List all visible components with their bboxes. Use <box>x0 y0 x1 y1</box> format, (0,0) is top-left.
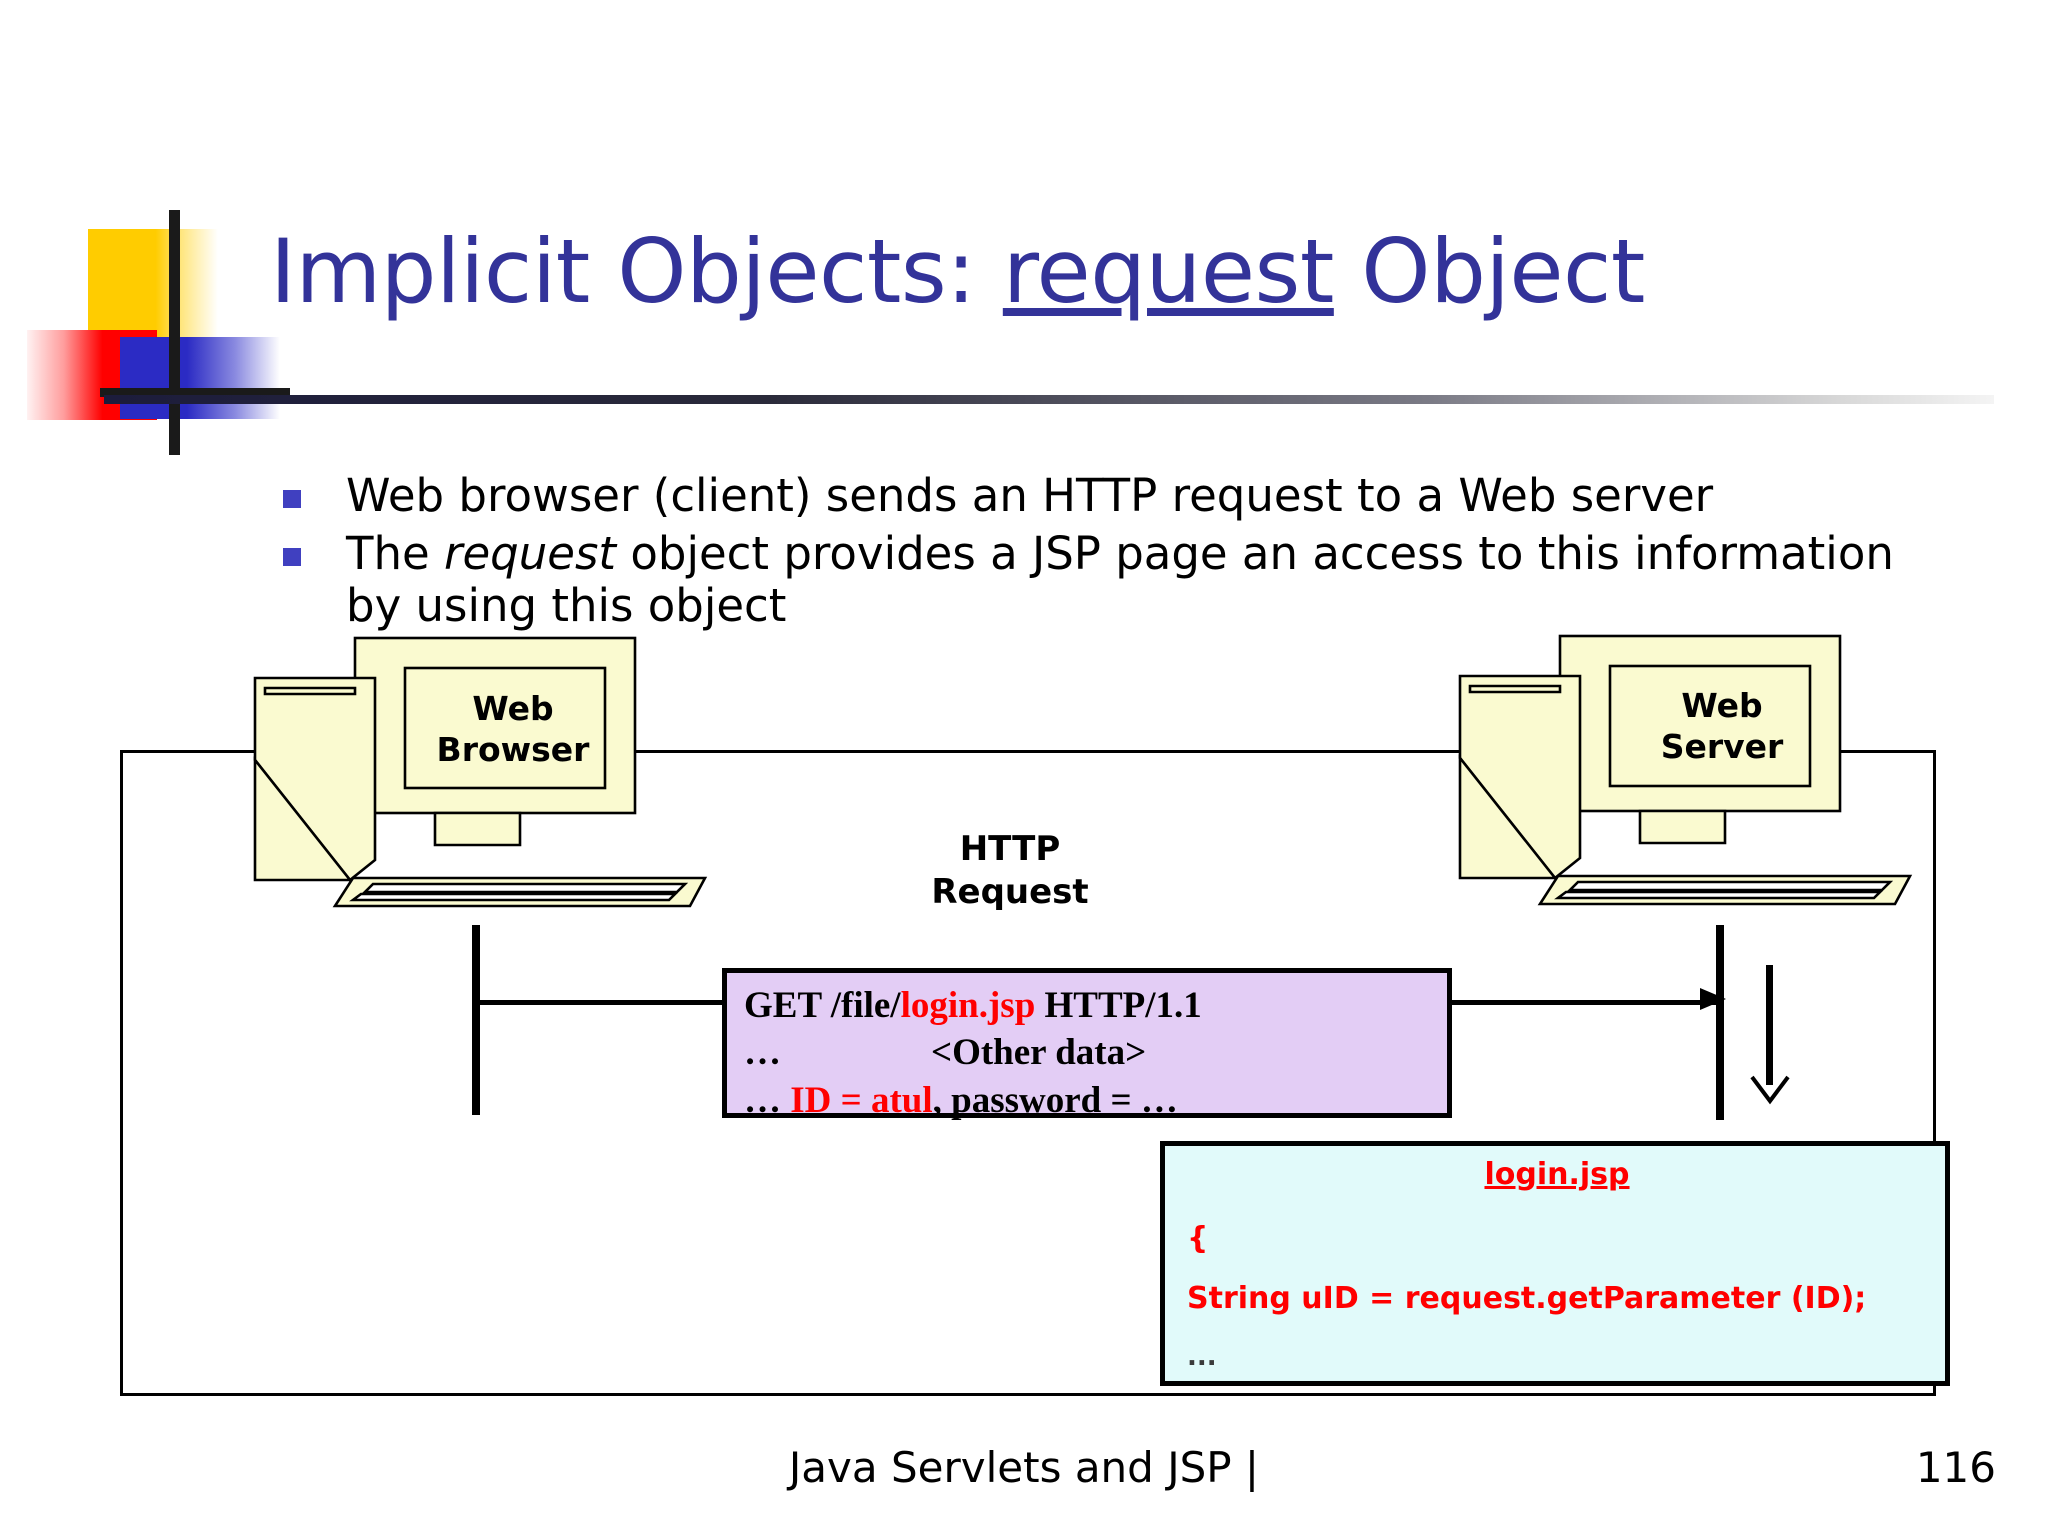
server-down-shaft <box>1766 965 1773 1085</box>
arrow-right-icon <box>1700 988 1726 1010</box>
web-server-label: Web Server <box>1660 686 1784 767</box>
list-item: The request object provides a JSP page a… <box>283 526 1963 632</box>
request-line-1-resource: login.jsp <box>900 985 1036 1026</box>
list-item: Web browser (client) sends an HTTP reque… <box>283 470 1963 522</box>
request-line-2: … <Other data> <box>744 1029 1447 1076</box>
bullet-item-1-text: Web browser (client) sends an HTTP reque… <box>346 469 1714 522</box>
title-suffix: Object <box>1333 220 1645 323</box>
request-line-3-password: , password = … <box>932 1079 1178 1121</box>
request-line-3: … ID = atul, password = … <box>744 1077 1447 1124</box>
http-request-caption: HTTP Request <box>931 829 1089 912</box>
code-line-3: ... <box>1187 1342 1217 1372</box>
decoration-yellow-square <box>88 229 218 341</box>
arrow-down-icon <box>1750 1075 1790 1105</box>
decoration-blue-square <box>120 337 280 419</box>
bullet-item-2-italic: request <box>444 526 617 580</box>
diagram-outer-frame <box>120 750 1936 1396</box>
web-server-computer-illustration <box>1440 628 1920 908</box>
http-request-message-box: GET /file/login.jsp HTTP/1.1 … <Other dat… <box>722 968 1452 1121</box>
decoration-vertical-bar <box>169 210 180 455</box>
bullet-item-2-before: The <box>346 526 444 580</box>
title-emphasis-request: request <box>1002 220 1335 323</box>
request-to-server-connector <box>1450 1000 1720 1005</box>
code-line-2: String uID = request.getParameter (ID); <box>1187 1281 1867 1316</box>
page-title: Implicit Objects: request Object <box>270 220 1970 323</box>
web-browser-label: Web Browser <box>436 689 590 770</box>
title-prefix: Implicit Objects: <box>270 220 1003 323</box>
bullet-item-2-text: The request object provides a JSP page a… <box>346 526 1963 632</box>
login-jsp-code-box: login.jsp { String uID = request.getPara… <box>1160 1141 1950 1386</box>
code-box-title: login.jsp <box>1484 1157 1630 1192</box>
bullet-list: Web browser (client) sends an HTTP reque… <box>283 470 1963 637</box>
web-browser-computer-illustration <box>235 630 715 910</box>
request-line-1-method: GET /file/ <box>744 985 901 1026</box>
footer-label: Java Servlets and JSP | <box>788 1443 1260 1492</box>
request-line-2-dots: … <box>744 1032 781 1074</box>
request-line-1-protocol: HTTP/1.1 <box>1035 985 1202 1026</box>
request-line-1: GET /file/login.jsp HTTP/1.1 <box>744 982 1447 1029</box>
server-vertical-connector <box>1716 925 1724 1120</box>
bullet-square-icon <box>283 490 301 508</box>
request-line-2-other-data: <Other data> <box>931 1032 1147 1074</box>
browser-vertical-connector <box>472 925 480 1115</box>
request-line-3-id: ID = atul <box>790 1079 933 1121</box>
request-line-3-dots: … <box>744 1079 791 1121</box>
page-number: 116 <box>1915 1443 1996 1492</box>
code-line-1: { <box>1187 1221 1209 1256</box>
browser-to-request-connector <box>472 1000 727 1005</box>
decoration-horizontal-bar <box>100 388 290 397</box>
bullet-square-icon <box>283 547 301 566</box>
title-underline-rule <box>104 395 1994 404</box>
bullet-item-2-after: object provides a JSP page an access to … <box>346 526 1894 632</box>
